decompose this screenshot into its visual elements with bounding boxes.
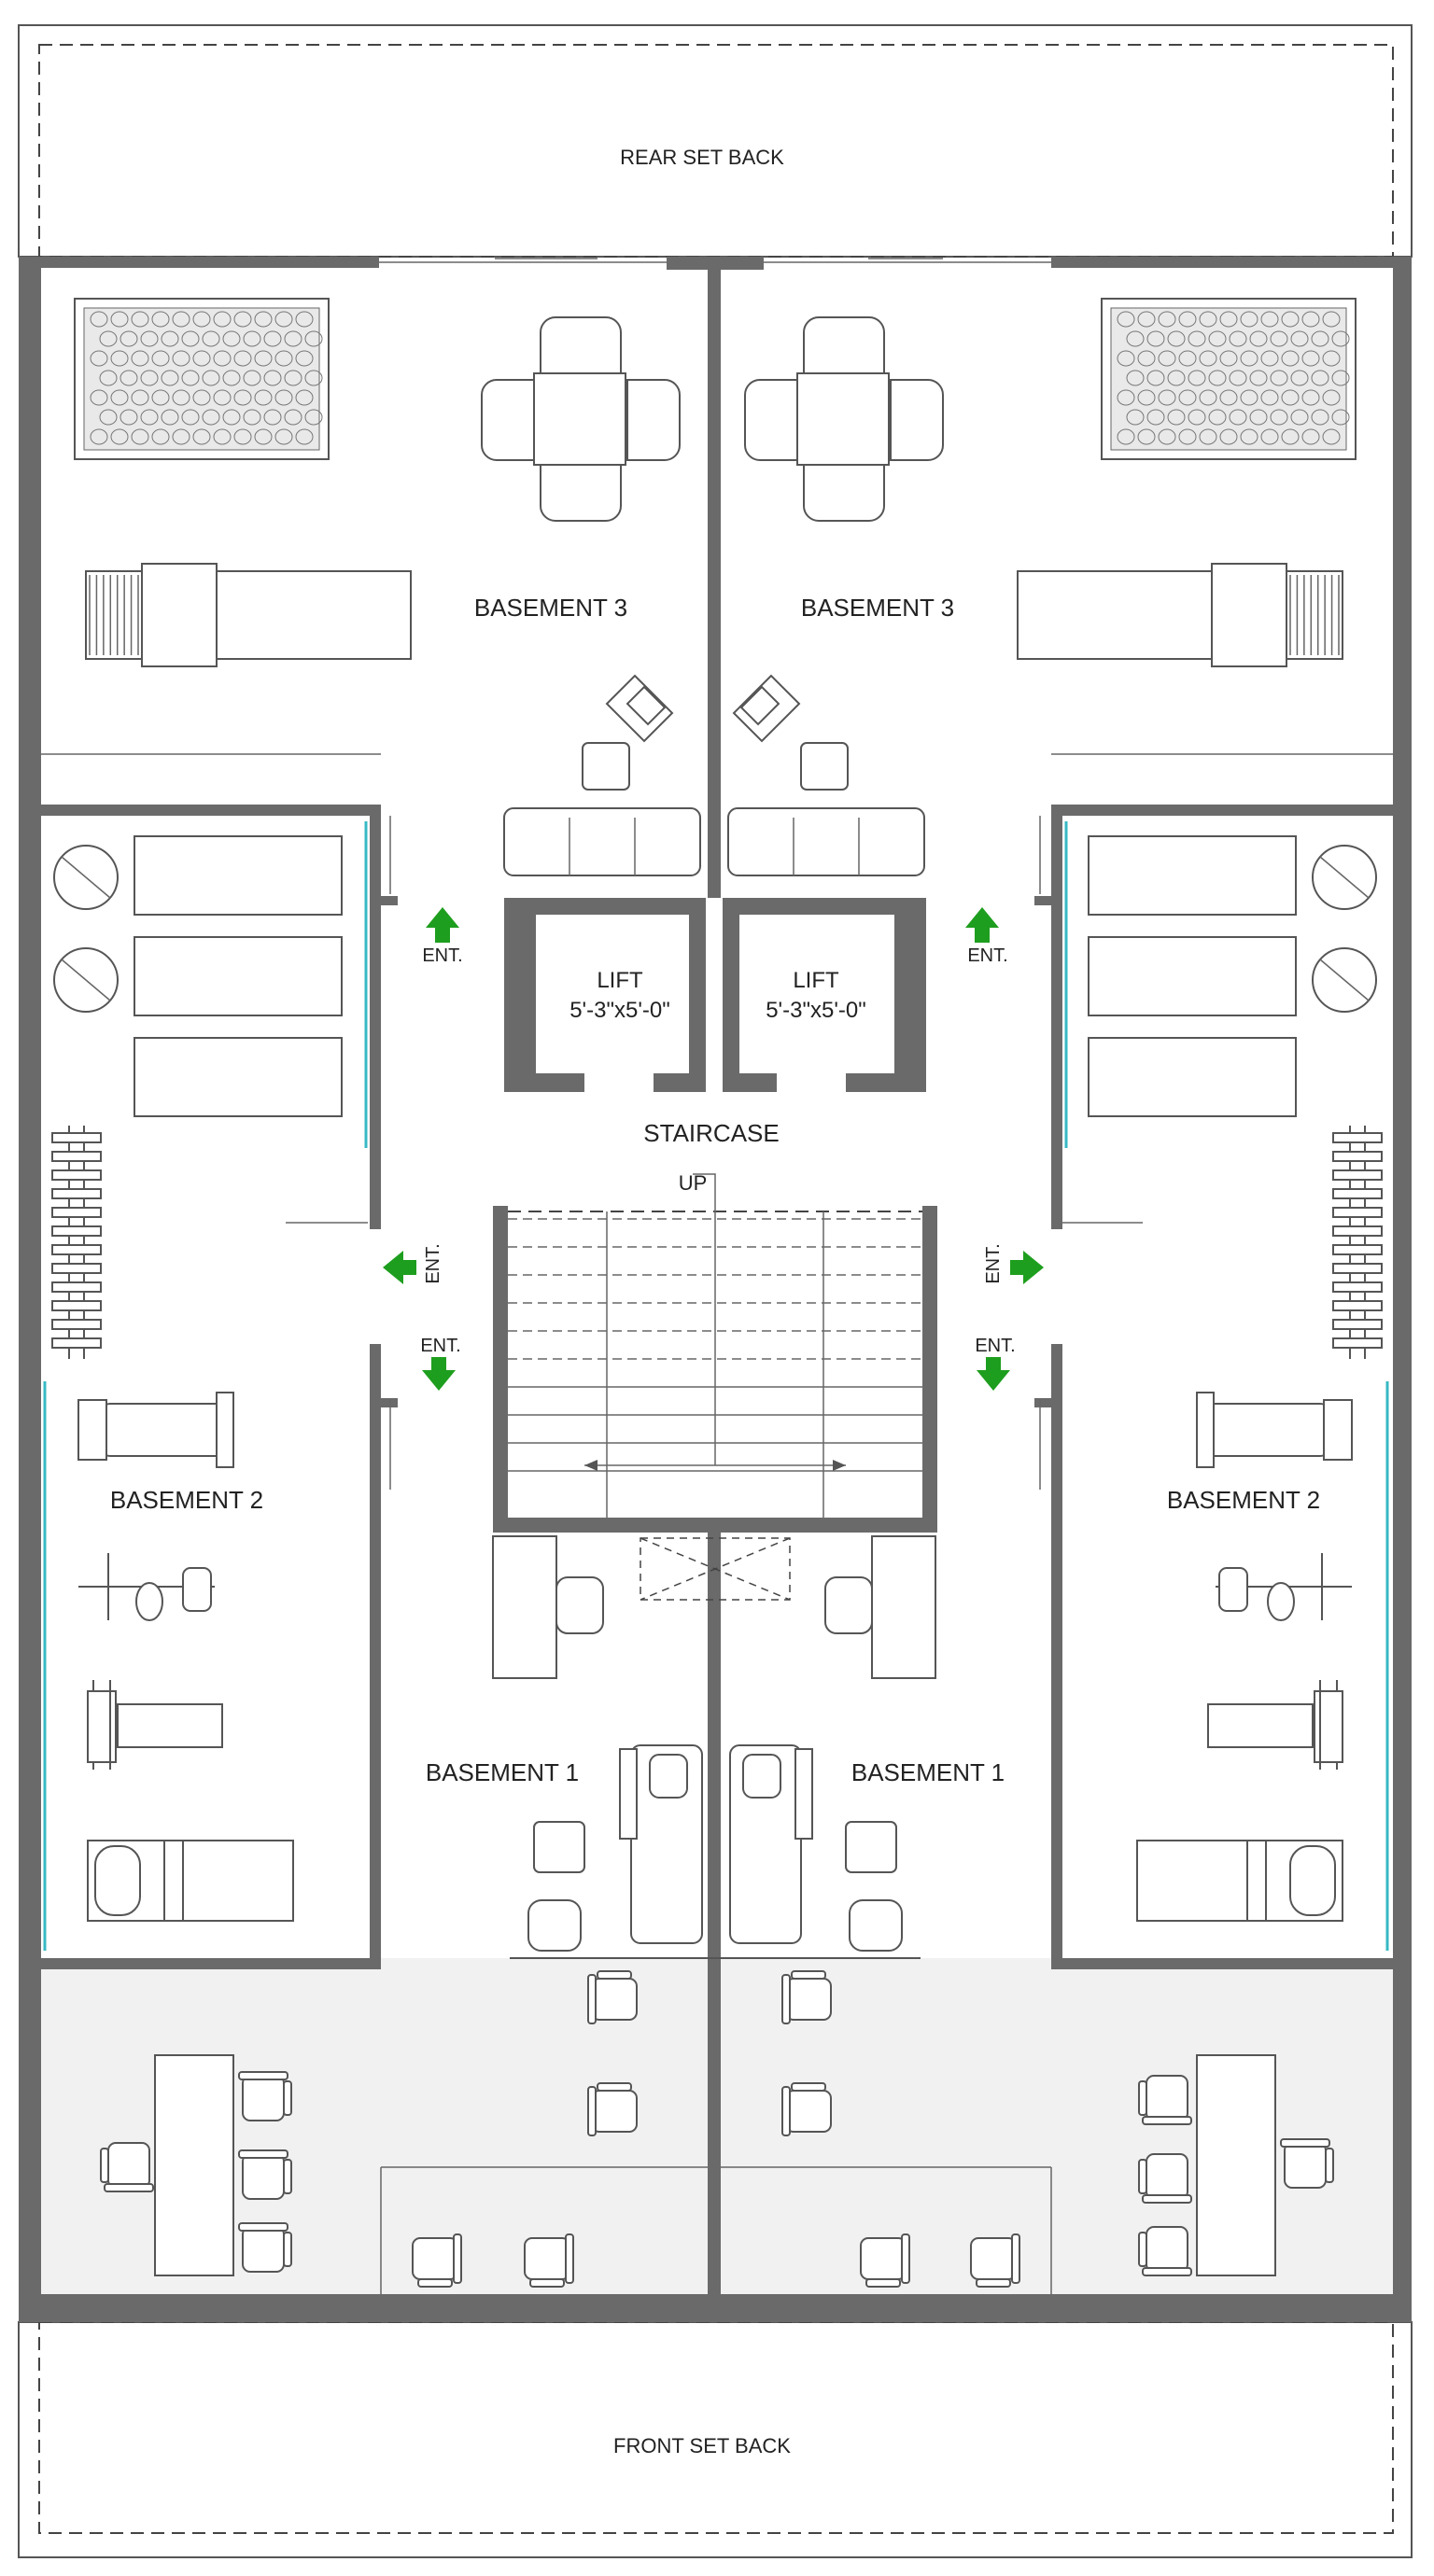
exercise-bike-right xyxy=(1216,1553,1352,1621)
lift-right-size: 5'-3"x5'-0" xyxy=(766,998,866,1023)
interior-walls xyxy=(41,268,1393,2294)
treadmill-left xyxy=(87,1840,294,1922)
entrance-marker-left-low: ENT. xyxy=(420,1336,461,1391)
gym-left xyxy=(51,835,343,1922)
lounge-left xyxy=(492,1535,703,1952)
svg-text:ENT.: ENT. xyxy=(420,1336,460,1356)
basement2-left-label: BASEMENT 2 xyxy=(110,1486,263,1514)
flat-bench-right xyxy=(1207,1680,1343,1770)
lift-core xyxy=(504,898,926,1092)
entrance-marker-right-mid: ENT. xyxy=(983,1243,1044,1284)
rear-sliding-doors xyxy=(379,258,1051,263)
rear-setback-label: REAR SET BACK xyxy=(620,146,784,169)
exterior-walls xyxy=(19,257,1412,2322)
basement3-right-label: BASEMENT 3 xyxy=(801,594,954,622)
lift-left-size: 5'-3"x5'-0" xyxy=(569,998,670,1023)
entrance-marker-left-top: ENT. xyxy=(422,907,463,966)
lounge-right xyxy=(729,1535,936,1952)
rug-right xyxy=(1101,298,1357,460)
sofa-right xyxy=(727,807,925,876)
basement1-left-label: BASEMENT 1 xyxy=(426,1758,579,1786)
dining-set-right xyxy=(744,316,944,522)
svg-text:ENT.: ENT. xyxy=(422,945,462,966)
front-setback-label: FRONT SET BACK xyxy=(613,2434,791,2457)
svg-text:ENT.: ENT. xyxy=(423,1243,443,1283)
armchair-left xyxy=(605,674,674,743)
rug-left xyxy=(74,298,330,460)
up-label: UP xyxy=(679,1171,708,1195)
basement3-left-label: BASEMENT 3 xyxy=(474,594,627,622)
stairs xyxy=(508,1173,922,1518)
sofa-left xyxy=(503,807,701,876)
dining-set-left xyxy=(481,316,681,522)
lift-right-title: LIFT xyxy=(793,968,839,993)
exercise-bike-left xyxy=(78,1553,215,1621)
svg-text:ENT.: ENT. xyxy=(975,1336,1015,1356)
gym-right xyxy=(1088,835,1383,1922)
basement1-right-label: BASEMENT 1 xyxy=(851,1758,1005,1786)
office-left xyxy=(100,1970,708,2294)
rear-setback xyxy=(18,24,1413,258)
armchair-right xyxy=(732,674,801,743)
weight-bench-left xyxy=(77,1392,234,1468)
weight-bench-right xyxy=(1196,1392,1353,1468)
office-right xyxy=(721,1970,1334,2294)
staircase-label: STAIRCASE xyxy=(643,1119,779,1147)
svg-text:ENT.: ENT. xyxy=(967,945,1007,966)
lounger-left xyxy=(85,563,412,667)
entrance-marker-left-mid: ENT. xyxy=(383,1243,443,1284)
treadmill-right xyxy=(1136,1840,1343,1922)
lounger-right xyxy=(1017,563,1343,667)
void-cutout xyxy=(640,1537,791,1601)
ottoman-right xyxy=(800,742,849,791)
glass-partitions xyxy=(43,821,1389,1951)
ottoman-left xyxy=(582,742,630,791)
svg-text:ENT.: ENT. xyxy=(983,1243,1004,1283)
entrance-marker-right-low: ENT. xyxy=(975,1336,1016,1391)
basement2-right-label: BASEMENT 2 xyxy=(1167,1486,1320,1514)
lift-left-title: LIFT xyxy=(597,968,643,993)
flat-bench-left xyxy=(87,1680,223,1770)
entrance-marker-right-top: ENT. xyxy=(965,907,1008,966)
doors xyxy=(286,816,1143,1490)
